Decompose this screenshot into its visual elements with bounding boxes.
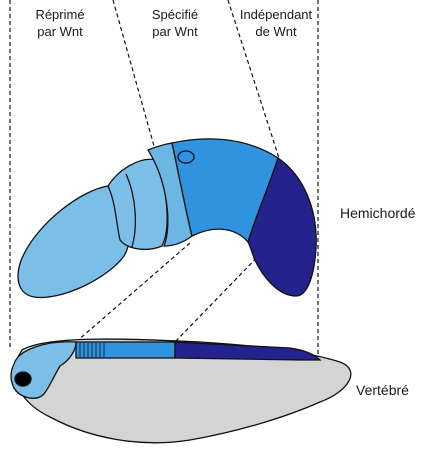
- vertebrate-body: [14, 338, 352, 444]
- vertebrate-eye: [14, 371, 32, 387]
- hemichordate-animal: [17, 138, 317, 299]
- label-vertebrate: Vertébré: [356, 382, 409, 398]
- hemichordate-trunk-independent: [247, 156, 317, 297]
- hemichordate-collar: [107, 158, 168, 251]
- vertebrate-neural-tube-specified: [75, 341, 176, 359]
- hemichordate-collar-fold: [125, 173, 136, 248]
- label-repressed-by-wnt: Réprimé par Wnt: [35, 7, 85, 39]
- vertebrate-neural-tube-independent: [174, 341, 322, 361]
- vertebrate-animal: [10, 338, 352, 444]
- hemichordate-eye-spot: [177, 150, 195, 164]
- label-specified-by-wnt: Spécifié par Wnt: [151, 7, 199, 39]
- repressed-specified-boundary-line: [112, 0, 155, 147]
- vertebrate-somite-lines: [79, 343, 105, 357]
- label-hemichordate: Hemichordé: [340, 205, 416, 221]
- hemichordate-proboscis: [17, 185, 130, 299]
- label-independent-of-wnt: Indépendant de Wnt: [239, 7, 313, 39]
